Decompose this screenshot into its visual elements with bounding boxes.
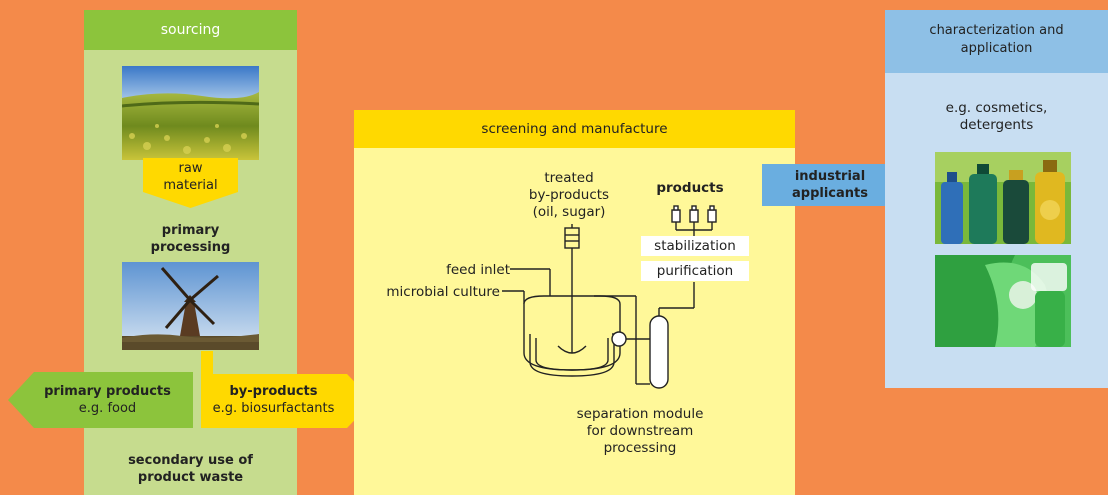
primary-products-arrow bbox=[8, 372, 193, 428]
secondary-use-label: secondary use of product waste bbox=[128, 453, 253, 485]
application-title: characterization and application bbox=[885, 10, 1108, 73]
primary-processing-label: primary processing bbox=[150, 223, 231, 255]
bioreactor-schematic bbox=[502, 205, 717, 389]
industrial-applicants-label: industrial applicants bbox=[792, 169, 868, 201]
purification-label: purification bbox=[641, 261, 749, 281]
by-products-arrow bbox=[201, 351, 373, 428]
primary-products-label: primary products e.g. food bbox=[44, 384, 171, 416]
sourcing-title: sourcing bbox=[84, 10, 297, 50]
raw-material-arrow bbox=[143, 158, 238, 208]
detergents-photo bbox=[935, 255, 1071, 347]
products-label: products bbox=[656, 180, 724, 196]
treated-by-products-label: treated by-products (oil, sugar) bbox=[528, 170, 610, 220]
windmill-photo bbox=[122, 262, 259, 350]
industrial-applicants-arrow bbox=[762, 164, 914, 206]
cosmetics-photo bbox=[935, 152, 1071, 244]
feed-inlet-label: feed inlet bbox=[446, 262, 510, 278]
separation-module-label: separation module for downstream process… bbox=[576, 406, 704, 456]
field-photo bbox=[122, 66, 259, 160]
manufacture-title: screening and manufacture bbox=[354, 110, 795, 148]
by-products-label: by-products e.g. biosurfactants bbox=[212, 384, 335, 416]
stabilization-label: stabilization bbox=[641, 236, 749, 256]
raw-material-label: raw material bbox=[163, 161, 218, 193]
application-examples-label: e.g. cosmetics, detergents bbox=[945, 100, 1048, 133]
microbial-culture-label: microbial culture bbox=[386, 284, 500, 300]
